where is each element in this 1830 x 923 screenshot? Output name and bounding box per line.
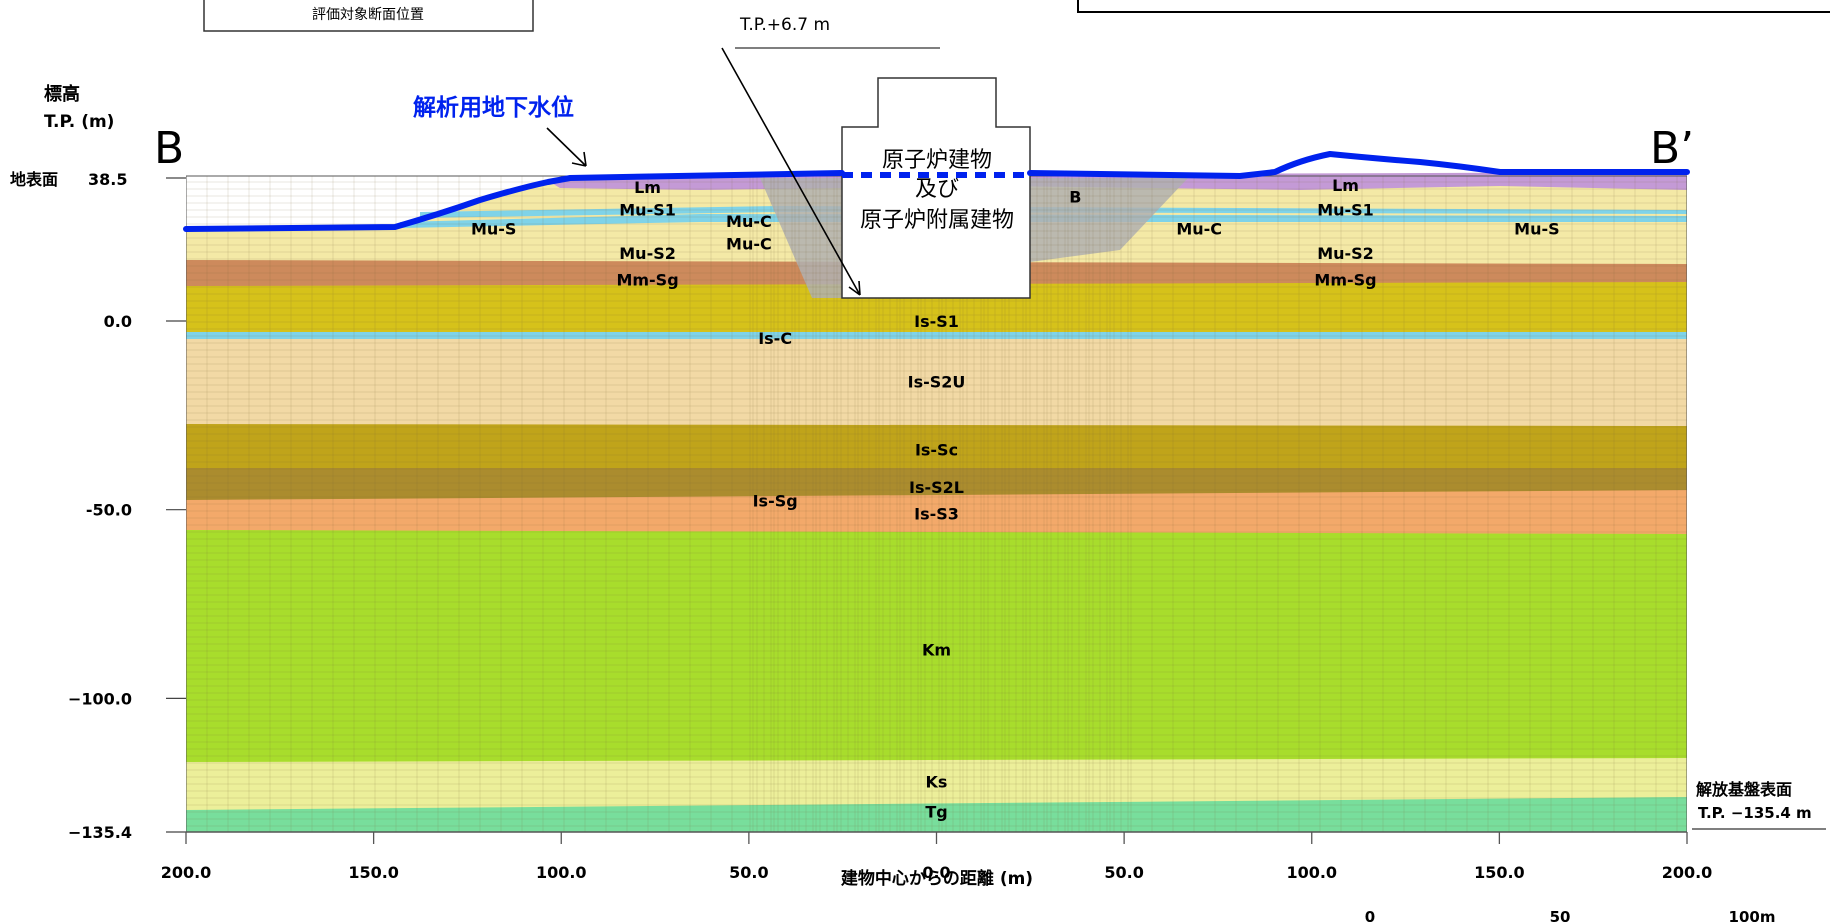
layer-label-19: Is-Sg (753, 491, 798, 510)
layer-label-23: Tg (925, 803, 947, 822)
layer-IsS2U (186, 338, 1687, 426)
groundwater-label-arrow (546, 127, 587, 167)
elevation-leader (721, 47, 861, 296)
layer-label-2: Mu-C (726, 212, 772, 231)
y-tick-label-1: -50.0 (86, 501, 132, 520)
groundwater-line-right (1027, 150, 1690, 180)
groundwater-label: 解析用地下水位 (413, 94, 574, 121)
x-tick-label-4: 0.0 (922, 863, 950, 882)
layer-label-11: Mu-S (1514, 220, 1559, 239)
y-axis-title-line2: T.P. (m) (44, 112, 114, 132)
elevation-label: T.P.+6.7 m (739, 15, 830, 35)
section-position-box (203, 0, 534, 32)
surface-value: 38.5 (88, 170, 127, 189)
y-tick-label-0: 0.0 (104, 312, 132, 331)
layer-label-9: Mu-S1 (1317, 201, 1374, 220)
layer-label-22: Ks (926, 772, 948, 791)
y-axis-ticks: 0.0 -50.0 −100.0 −135.4 (68, 312, 186, 842)
layer-label-13: Mm-Sg (1314, 270, 1376, 289)
layer-label-5: Mu-S2 (619, 244, 676, 263)
x-tick-label-1: 150.0 (348, 863, 399, 882)
layer-Ks (186, 756, 1687, 810)
groundwater-line-left (183, 170, 845, 232)
layer-label-20: Is-S3 (914, 504, 959, 523)
layer-label-0: Lm (634, 178, 661, 197)
basement-label-line1: 解放基盤表面 (1696, 780, 1792, 799)
layer-label-7: B (1069, 187, 1081, 206)
layer-label-3: Mu-S (471, 220, 516, 239)
building-label-line2: 及び (915, 177, 959, 202)
layer-label-4: Mu-C (726, 235, 772, 254)
x-tick-label-0: 200.0 (161, 863, 212, 882)
building-label-line1: 原子炉建物 (882, 148, 992, 173)
layer-IsS1 (186, 280, 1687, 332)
layer-label-21: Km (922, 640, 951, 659)
scale-label-100: 100m (1729, 908, 1776, 923)
layer-label-8: Lm (1332, 176, 1359, 195)
y-axis-title-line1: 標高 (44, 83, 80, 105)
layer-IsS2L (186, 466, 1687, 500)
scale-label-50: 50 (1550, 908, 1571, 923)
y-tick-label-3: −135.4 (68, 823, 132, 842)
layer-Km (186, 528, 1687, 762)
layer-IsS3 (186, 488, 1687, 534)
x-axis-ticks: 200.0 150.0 100.0 50.0 0.0 50.0 100.0 150.0 200.… (161, 832, 1713, 882)
backfill-left (760, 178, 842, 298)
layer-IsC (186, 330, 1687, 339)
x-tick-label-8: 200.0 (1662, 863, 1713, 882)
x-tick-label-7: 150.0 (1474, 863, 1525, 882)
layer-label-10: Mu-C (1176, 220, 1222, 239)
scale-label-0: 0 (1365, 908, 1375, 923)
backfill-zones (760, 178, 1188, 298)
section-mark-right: B’ (1650, 123, 1694, 174)
layer-label-1: Mu-S1 (619, 201, 676, 220)
layer-label-18: Is-S2L (909, 478, 964, 497)
x-tick-label-3: 50.0 (729, 863, 768, 882)
y-tick-label-2: −100.0 (68, 689, 132, 708)
surface-label: 地表面 (10, 170, 58, 189)
layer-Tg (186, 795, 1687, 832)
building-label-line3: 原子炉附属建物 (860, 208, 1014, 233)
plan-view-frame (1077, 0, 1830, 13)
section-mark-left: B (154, 123, 184, 174)
layer-label-14: Is-S1 (914, 312, 959, 331)
layer-label-12: Mu-S2 (1317, 244, 1374, 263)
x-tick-label-2: 100.0 (536, 863, 587, 882)
layer-label-17: Is-Sc (915, 440, 958, 459)
x-axis-title: 建物中心からの距離 (m) (841, 868, 1033, 889)
layer-label-15: Is-C (758, 329, 792, 348)
x-tick-label-5: 50.0 (1104, 863, 1143, 882)
layer-label-6: Mm-Sg (616, 270, 678, 289)
reactor-building (841, 77, 1031, 299)
section-position-label: 評価対象断面位置 (312, 7, 424, 23)
layer-label-16: Is-S2U (908, 372, 966, 391)
x-tick-label-6: 100.0 (1286, 863, 1337, 882)
groundwater-line (183, 150, 1690, 232)
layer-IsSc (186, 422, 1687, 468)
basement-label-line2: T.P. −135.4 m (1698, 804, 1812, 822)
backfill-right (1030, 178, 1188, 262)
